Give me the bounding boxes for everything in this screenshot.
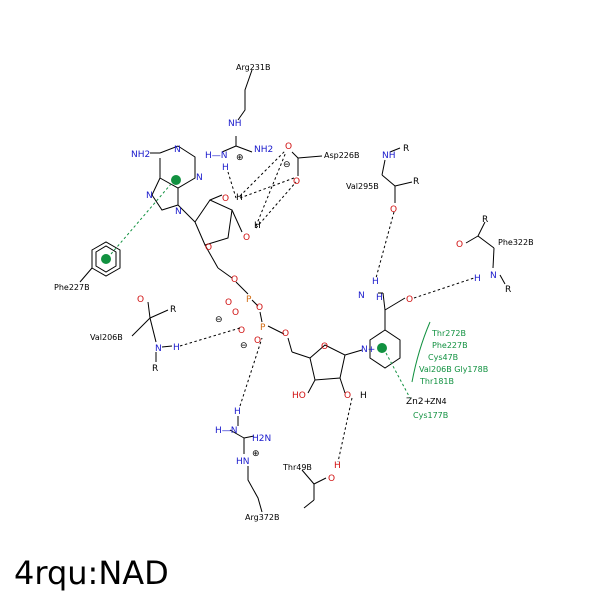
phe227-residue	[79, 241, 121, 283]
thr49-label: Thr49B	[282, 463, 312, 472]
nicotinamide-ring	[369, 292, 406, 369]
cys177-label: Cys177B	[413, 411, 448, 420]
adenine-n3: N	[196, 173, 203, 183]
ribose1-ring-o: O	[205, 243, 212, 253]
arg231-nh2: NH2	[254, 145, 273, 155]
ribose1-o2: O	[222, 194, 229, 204]
val295-label: Val295B	[346, 182, 379, 191]
arg231-h: H	[222, 163, 229, 173]
nicotinamide-ribose	[291, 344, 363, 394]
ribose1-o3: O	[243, 233, 250, 243]
hydrogen-bonds	[179, 149, 475, 463]
phe227-label: Phe227B	[54, 283, 90, 292]
pi-stack-phe227	[110, 183, 172, 255]
phosphate1-p: P	[246, 295, 252, 305]
adenosine-ribose	[194, 194, 243, 279]
hydrophobic-cluster: Thr272B Phe227B Cys47B Val206B Gly178B Thr18…	[419, 329, 488, 386]
arg231-charge: ⊕	[236, 153, 244, 163]
nicotinamide-n1: N+	[361, 345, 375, 355]
ribose2-o2: O	[344, 391, 351, 401]
thr49-h: H	[334, 461, 341, 471]
ribose1-h2: H	[236, 193, 243, 203]
arg372-label: Arg372B	[245, 513, 279, 522]
phe322-n: N	[490, 271, 497, 281]
arg372-residue	[229, 416, 263, 513]
thr49-o: O	[328, 474, 335, 484]
adenine-n9: N	[175, 207, 182, 217]
asp226-o1: O	[285, 142, 292, 152]
val295-residue	[381, 147, 413, 203]
ribose2-ring-o: O	[321, 342, 328, 352]
phosphate1-bridge-o: O	[256, 303, 263, 313]
thr49-residue	[301, 469, 327, 509]
adenine-n7: N	[146, 191, 153, 201]
phosphate2-o: O	[238, 326, 245, 336]
amide-o: O	[406, 295, 413, 305]
amine-label: NH2	[131, 150, 150, 160]
phe322-r1: R	[482, 215, 488, 225]
val295-r2: R	[413, 177, 419, 187]
phe322-label: Phe322B	[498, 238, 534, 247]
nicotinamide-ring-centroid	[377, 343, 387, 353]
val206-o: O	[137, 295, 144, 305]
val206-r1: R	[170, 305, 176, 315]
val206-r2: R	[152, 364, 158, 374]
arg231-nh: NH	[228, 119, 242, 129]
page-title: 4rqu:NAD	[14, 554, 169, 592]
val295-o: O	[390, 205, 397, 215]
ribose1-o5: O	[231, 275, 238, 285]
arg372-h2n: H2N	[252, 434, 271, 444]
phe322-h: H	[474, 274, 481, 284]
arg231-label: Arg231B	[236, 63, 270, 72]
arg231-hn: H—N	[205, 151, 228, 161]
zinc-ion: Zn2+	[406, 397, 431, 407]
amide-nh: N	[358, 291, 365, 301]
adenine-n1: N	[174, 145, 181, 155]
arg372-hn2: HN	[236, 457, 250, 467]
cluster-residue-4: Thr181B	[419, 377, 454, 386]
phosphate2-o-dbl: O	[254, 336, 261, 346]
cluster-residue-0: Thr272B	[431, 329, 466, 338]
val206-h: H	[173, 343, 180, 353]
arg231-residue	[221, 69, 253, 153]
ribose2-ho: HO	[292, 391, 306, 401]
phe322-o: O	[456, 240, 463, 250]
phe227-ring-centroid	[101, 254, 111, 264]
cluster-residue-1: Phe227B	[432, 341, 468, 350]
cluster-residue-2: Cys47B	[428, 353, 458, 362]
pyrophosphate	[235, 281, 293, 353]
phosphate1-o: O	[225, 298, 232, 308]
adenine-ring-centroid	[171, 175, 181, 185]
arg372-h: H	[234, 407, 241, 417]
amide-h2: H	[376, 293, 383, 303]
asp226-o2: O	[293, 177, 300, 187]
phosphate2-charge: ⊖	[240, 341, 248, 351]
adenine-ring	[150, 145, 196, 223]
amide-h: H	[372, 277, 379, 287]
arg372-charge: ⊕	[252, 449, 260, 459]
cluster-residue-3: Val206B Gly178B	[419, 365, 488, 374]
val295-r1: R	[403, 144, 409, 154]
asp226-charge: ⊖	[283, 160, 291, 170]
arg372-hn: H—N	[215, 426, 238, 436]
val295-nh: NH	[382, 151, 396, 161]
asp226-label: Asp226B	[324, 151, 359, 160]
phosphate1-o-dbl: O	[232, 308, 239, 318]
val206-n: N	[155, 344, 162, 354]
val206-label: Val206B	[90, 333, 123, 342]
phe322-r2: R	[505, 285, 511, 295]
asp226-residue	[291, 151, 323, 176]
phosphate2-p: P	[260, 323, 266, 333]
phe322-residue	[465, 221, 506, 285]
zinc-label: ZN4	[430, 397, 447, 406]
phosphate2-o5: O	[282, 329, 289, 339]
hydrophobic-arc	[411, 321, 431, 383]
phosphate1-charge: ⊖	[215, 315, 223, 325]
ribose2-h2: H	[360, 391, 367, 401]
val206-residue	[131, 301, 173, 362]
zinc-cation-pi	[385, 352, 411, 399]
